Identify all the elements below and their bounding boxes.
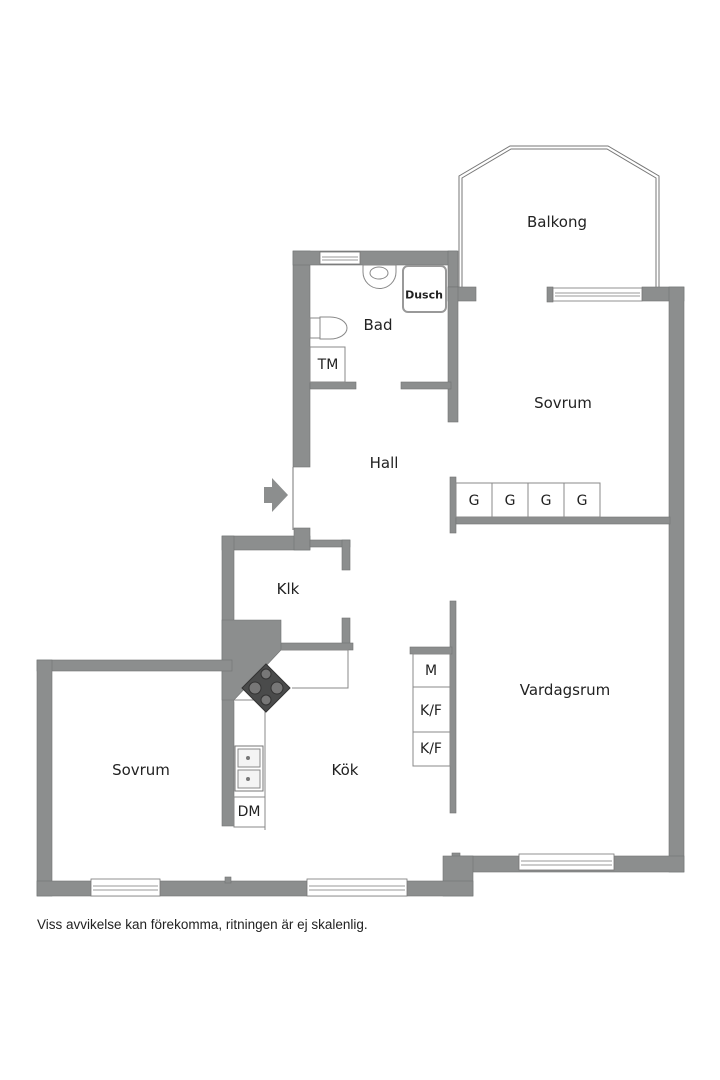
- wardrobe-label: G: [468, 493, 480, 509]
- windows: [90, 251, 643, 897]
- wardrobe-label: G: [576, 493, 588, 509]
- room-label-sovrum-top: Sovrum: [534, 394, 592, 412]
- fixture-label-fridge-freezer-1: K/F: [420, 703, 442, 719]
- room-label-hall: Hall: [369, 454, 399, 472]
- wall: [546, 286, 554, 303]
- wall: [449, 600, 457, 814]
- room-label-bad: Bad: [363, 316, 393, 334]
- fixture-label-tm: TM: [317, 357, 339, 373]
- room-label-klk: Klk: [276, 580, 300, 598]
- wall: [449, 476, 457, 534]
- wall: [293, 527, 311, 551]
- stove-icon: [241, 663, 291, 713]
- wardrobe-label: G: [540, 493, 552, 509]
- window: [319, 251, 361, 265]
- room-label-balkong: Balkong: [526, 213, 588, 231]
- disclaimer-note: Viss avvikelse kan förekomma, ritningen …: [37, 917, 368, 932]
- washing-machine-box: [309, 346, 346, 383]
- window: [90, 878, 161, 897]
- wall: [341, 539, 351, 571]
- wall: [279, 642, 354, 651]
- room-label-kok: Kök: [331, 761, 359, 779]
- wall: [309, 381, 357, 390]
- shower-icon: [402, 265, 447, 313]
- toilet-icon: [319, 316, 348, 340]
- fixture-label-dusch: Dusch: [405, 288, 443, 302]
- wall: [409, 646, 453, 655]
- wall: [292, 250, 311, 468]
- wardrobe-label: G: [504, 493, 516, 509]
- window: [306, 878, 408, 897]
- wall: [36, 659, 233, 672]
- entrance-arrow-icon: [264, 478, 288, 512]
- window: [518, 853, 615, 871]
- fixture-label-dm: DM: [237, 804, 261, 820]
- dishwasher-box: [233, 796, 266, 828]
- fixture-label-microwave: M: [424, 663, 438, 679]
- wall: [447, 286, 459, 423]
- room-label-vardagsrum: Vardagsrum: [519, 681, 611, 699]
- window: [552, 287, 643, 302]
- wall: [400, 381, 452, 390]
- wall: [36, 659, 53, 897]
- wall: [668, 286, 685, 873]
- balcony-railing: [458, 145, 660, 287]
- room-label-sovrum-left: Sovrum: [112, 761, 170, 779]
- fixture-label-fridge-freezer-2: K/F: [420, 741, 442, 757]
- wall: [224, 876, 232, 884]
- wall: [292, 250, 458, 266]
- wall: [455, 516, 671, 525]
